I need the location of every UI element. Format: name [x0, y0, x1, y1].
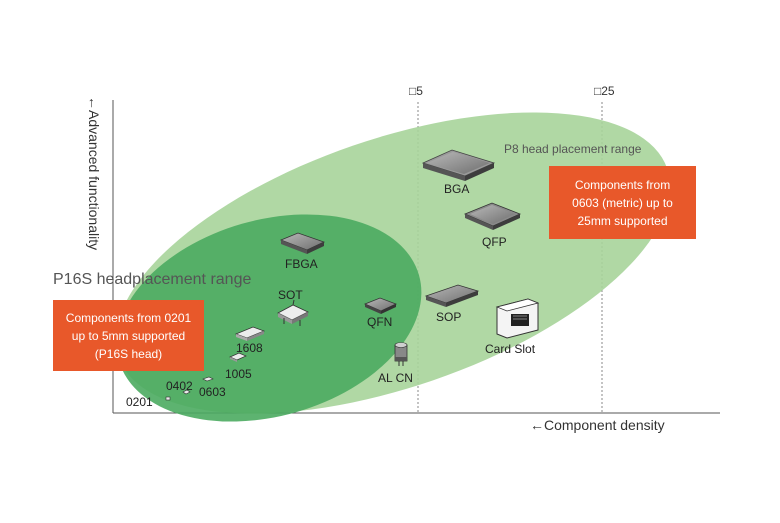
component-label-1005: 1005 [225, 367, 252, 381]
marker-25-label: □25 [594, 84, 615, 98]
chip-0603-icon [202, 376, 214, 382]
capacitor-icon [394, 342, 408, 366]
marker-5-label: □5 [409, 84, 423, 98]
p8-range-label: P8 head placement range [504, 142, 642, 156]
component-label-qfp: QFP [482, 235, 507, 249]
component-label-qfn: QFN [367, 315, 393, 329]
fbga-package-icon [279, 232, 326, 254]
component-label-0402: 0402 [166, 379, 193, 393]
chip-1005-icon [229, 352, 247, 362]
chip-0402-icon [182, 389, 191, 395]
qfn-package-icon [363, 297, 398, 314]
qfp-package-icon [463, 202, 522, 230]
p16s-callout: Components from 0201 up to 5mm supported… [53, 300, 204, 371]
component-label-fbga: FBGA [285, 257, 318, 271]
component-label-0603: 0603 [199, 385, 226, 399]
x-axis-arrow-icon: ← [530, 417, 544, 433]
y-axis-label: ←Advanced functionality [86, 96, 102, 251]
sop-package-icon [424, 284, 480, 307]
component-label-0201: 0201 [126, 395, 153, 409]
chip-1608-icon [234, 326, 266, 341]
component-label-1608: 1608 [236, 341, 263, 355]
component-label-al-cn: AL CN [378, 371, 413, 385]
y-axis-arrow-icon: ← [86, 96, 102, 110]
sot-package-icon [277, 299, 309, 326]
chip-0201-icon [165, 396, 171, 401]
component-label-sop: SOP [436, 310, 462, 324]
p16s-range-label: P16S headplacement range [53, 271, 252, 288]
component-label-bga: BGA [444, 182, 470, 196]
card-slot-icon [495, 298, 540, 339]
component-label-card-slot: Card Slot [485, 342, 536, 356]
p8-callout: Components from 0603 (metric) up to 25mm… [549, 166, 696, 239]
x-axis-label: ←Component density [530, 417, 665, 433]
component-label-sot: SOT [278, 288, 303, 302]
bga-package-icon [421, 149, 496, 181]
